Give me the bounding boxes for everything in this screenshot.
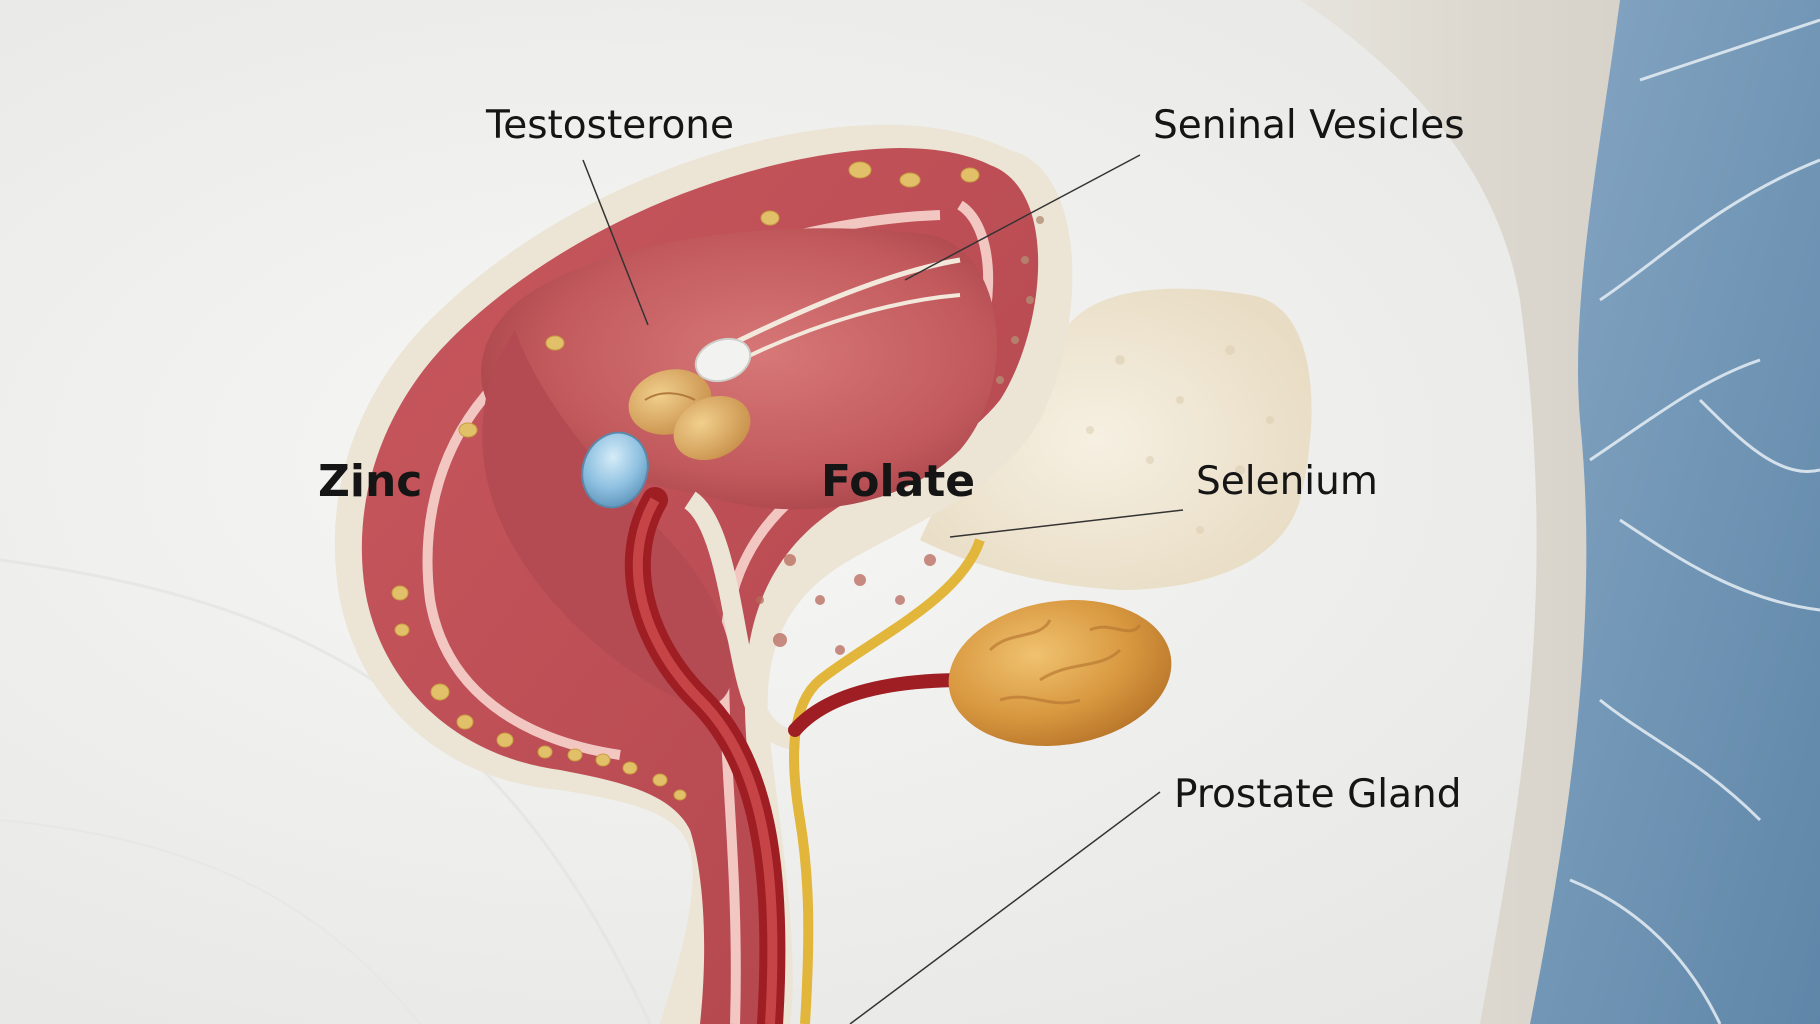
leader-line-testosterone — [582, 159, 649, 326]
label-testosterone: Testosterone — [486, 103, 735, 148]
leader-line-selenium — [949, 509, 1184, 538]
leader-lines — [582, 154, 1184, 1024]
label-prostate-gland: Prostate Gland — [1174, 772, 1462, 817]
leader-line-seminal-vesicles — [904, 154, 1141, 281]
leader-line-prostate-gland — [849, 791, 1161, 1024]
label-zinc: Zinc — [318, 456, 423, 507]
label-seminal-vesicles: Seninal Vesicles — [1153, 103, 1465, 148]
label-folate: Folate — [821, 456, 976, 507]
label-selenium: Selenium — [1196, 459, 1378, 504]
